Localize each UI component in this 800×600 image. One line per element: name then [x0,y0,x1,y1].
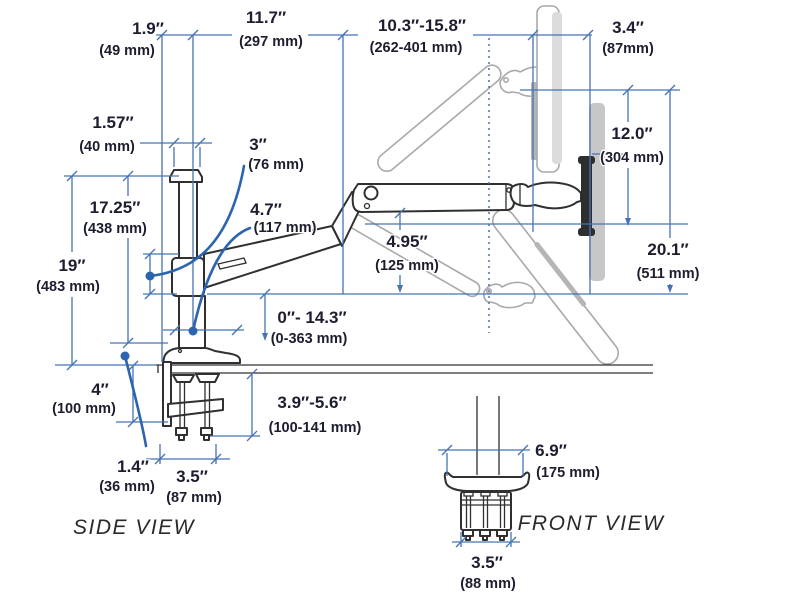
side-view-title: SIDE VIEW [73,516,196,539]
svg-text:3.4″: 3.4″ [612,18,644,37]
dim-pole-offset: 1.9″ (49 mm) [98,18,165,61]
dim-arm-drop: 4.7″(117 mm) [249,199,318,238]
svg-text:(117 mm): (117 mm) [254,220,317,236]
svg-text:1.4″: 1.4″ [117,457,149,476]
svg-text:(36 mm): (36 mm) [99,479,155,495]
svg-text:0″- 14.3″: 0″- 14.3″ [277,308,346,327]
dimension-labels: 1.9″ (49 mm) 11.7″ (297 mm) 10.3″-15.8″ (26… [35,7,701,594]
upper-arm [351,183,515,213]
dimension-ticks [66,29,676,548]
dim-clamp-depth: 4″ (100 mm) [51,379,117,419]
dim-collar-travel: 3″ (76 mm) [247,134,305,175]
svg-text:(175 mm): (175 mm) [536,465,600,481]
svg-text:11.7″: 11.7″ [246,8,286,27]
svg-text:(262-401 mm): (262-401 mm) [370,40,463,56]
svg-text:(100-141 mm): (100-141 mm) [269,420,362,436]
dim-base-width: 6.9″ (175 mm) [534,440,601,483]
svg-text:10.3″-15.8″: 10.3″-15.8″ [378,16,466,35]
leader-lines [120,164,252,448]
dim-monitor-depth: 3.4″ (87mm) [601,17,655,59]
svg-text:(40 mm): (40 mm) [79,139,135,155]
svg-text:(0-363 mm): (0-363 mm) [271,331,348,347]
side-view-drawing [156,103,653,441]
svg-text:(438 mm): (438 mm) [83,221,147,237]
svg-text:(483 mm): (483 mm) [36,279,100,295]
svg-text:1.9″: 1.9″ [132,19,164,38]
arm-pivot-screw [363,185,379,201]
dimension-lines [55,29,688,548]
dim-pole-height: 17.25″ (438 mm) [82,197,148,239]
dim-lowest-position: 20.1″ (511 mm) [635,239,701,284]
dim-desk-thickness: 1.4″ (36 mm) [98,456,156,497]
ghost-positions [348,5,620,365]
front-base [443,471,531,492]
front-view-title: FRONT VIEW [518,512,666,535]
svg-text:17.25″: 17.25″ [90,198,141,217]
svg-text:4.95″: 4.95″ [386,232,427,251]
svg-text:3″: 3″ [249,135,267,154]
dimension-arrows [262,218,673,341]
svg-text:(297 mm): (297 mm) [239,34,303,50]
pole-upper [178,181,198,259]
svg-text:(87mm): (87mm) [602,41,654,57]
svg-text:(100 mm): (100 mm) [52,401,116,417]
front-view-drawing [443,396,531,541]
dim-lift-range: 0″- 14.3″ (0-363 mm) [269,307,348,349]
svg-text:(76 mm): (76 mm) [248,157,304,173]
dim-total-height: 19″ (483 mm) [35,255,101,297]
dim-arm-extension: 11.7″ (297 mm) [238,7,304,52]
dim-pole-cap-width: 1.57″ (40 mm) [78,112,136,157]
desk-surface [156,364,653,374]
pole-cap [169,169,203,183]
svg-text:(87 mm): (87 mm) [166,490,222,506]
svg-text:(125 mm): (125 mm) [375,258,439,274]
front-clamp [460,491,512,541]
svg-text:(511 mm): (511 mm) [637,266,700,282]
pole-base [162,347,241,364]
svg-text:3.5″: 3.5″ [176,467,208,486]
svg-text:(304 mm): (304 mm) [600,150,664,166]
dim-screen-travel: 12.0″ (304 mm) [599,123,665,168]
dim-clamp-width-side: 3.5″ (87 mm) [165,466,223,508]
ghost-lowered-wrist [483,281,536,309]
dim-clamp-width-front: 3.5″ (88 mm) [459,552,517,594]
svg-text:4.7″: 4.7″ [250,200,282,219]
svg-text:3.5″: 3.5″ [471,553,503,572]
monitor-mount-bar [578,156,595,236]
dim-reach-range: 10.3″-15.8″ (262-401 mm) [368,15,467,58]
svg-text:20.1″: 20.1″ [647,240,688,259]
svg-text:(88 mm): (88 mm) [460,576,516,592]
svg-text:3.9″-5.6″: 3.9″-5.6″ [277,393,346,412]
svg-text:19″: 19″ [58,256,85,275]
monitor-panel [589,103,605,281]
svg-text:1.57″: 1.57″ [92,113,133,132]
svg-text:12.0″: 12.0″ [611,124,652,143]
desk-clamp [162,361,224,441]
monitor-bracket [509,181,582,210]
dim-forearm-drop: 4.95″ (125 mm) [374,231,440,276]
dim-clamp-opening: 3.9″-5.6″ (100-141 mm) [267,392,362,438]
svg-text:4″: 4″ [91,380,109,399]
svg-text:(49 mm): (49 mm) [99,43,155,59]
svg-text:6.9″: 6.9″ [535,441,567,460]
